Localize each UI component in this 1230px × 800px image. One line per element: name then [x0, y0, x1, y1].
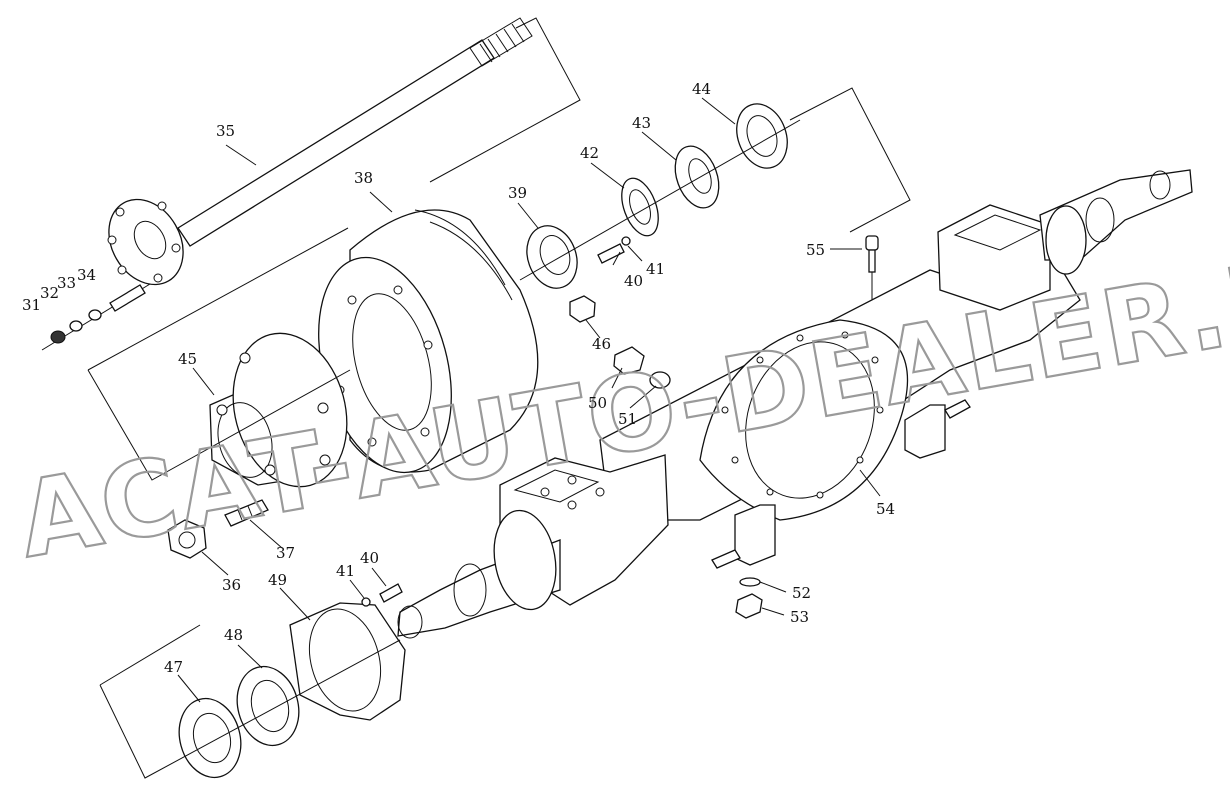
callout-40-upper: 40: [624, 272, 643, 290]
callout-32: 32: [40, 284, 59, 302]
callout-55: 55: [806, 241, 825, 259]
outer-bearing-set: [519, 103, 801, 289]
callout-41-upper: 41: [646, 260, 665, 278]
callout-36: 36: [222, 576, 241, 594]
callout-46: 46: [592, 335, 611, 353]
flange-fasteners: [41, 283, 151, 351]
callout-48: 48: [224, 626, 243, 644]
leader-lines: [87, 17, 911, 779]
callout-52: 52: [792, 584, 811, 602]
callout-33: 33: [57, 274, 76, 292]
inner-bearing-set: [178, 583, 406, 779]
breather-plug: [865, 235, 879, 300]
callouts: 31 32 33 34 35 38 39 42 43 44 55 40 41 4…: [22, 80, 895, 676]
brake-drum: [318, 209, 539, 474]
callout-47: 47: [164, 658, 183, 676]
wheel-nut-and-stud: [167, 499, 269, 559]
callout-39: 39: [508, 184, 527, 202]
drain-plug: [735, 577, 763, 619]
callout-42: 42: [580, 144, 599, 162]
callout-37: 37: [276, 544, 295, 562]
callout-31: 31: [22, 296, 41, 314]
callout-41-lower: 41: [336, 562, 355, 580]
callout-38: 38: [354, 169, 373, 187]
callout-40-lower: 40: [360, 549, 379, 567]
callout-35: 35: [216, 122, 235, 140]
callout-53: 53: [790, 608, 809, 626]
callout-50: 50: [588, 394, 607, 412]
callout-51: 51: [618, 410, 637, 428]
drum-fasteners: [569, 295, 671, 389]
axle-shaft: [107, 17, 533, 286]
callout-49: 49: [268, 571, 287, 589]
wheel-hub: [209, 332, 348, 488]
callout-45: 45: [178, 350, 197, 368]
lock-bolt-upper: [597, 236, 631, 264]
callout-54: 54: [876, 500, 895, 518]
axle-housing: [397, 169, 1193, 639]
callout-34: 34: [77, 266, 96, 284]
callout-44: 44: [692, 80, 711, 98]
callout-43: 43: [632, 114, 651, 132]
